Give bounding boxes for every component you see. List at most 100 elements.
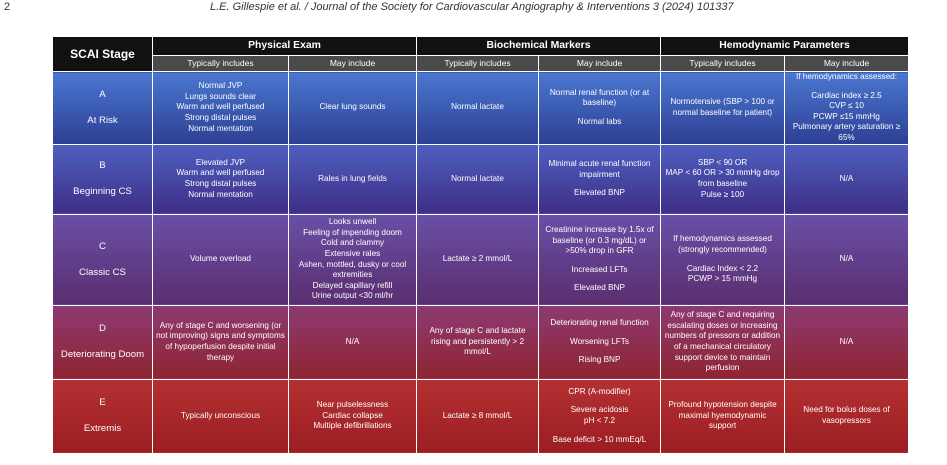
cell-line: Deteriorating renal function <box>550 318 649 328</box>
hemo-may-cell: N/A <box>784 213 909 306</box>
cell-line: Creatinine increase by 1.5x of baseline … <box>545 225 654 256</box>
bio-typical-cell: Any of stage C and lactate rising and pe… <box>416 304 539 380</box>
cell-line: Volume overload <box>190 254 251 264</box>
running-head: 2 L.E. Gillespie et al. / Journal of the… <box>0 0 947 16</box>
cell-line: Cardiac Index < 2.2 <box>686 263 759 273</box>
line-gap <box>542 275 657 283</box>
cell-line: Normal labs <box>577 117 622 127</box>
bio-may-cell: Creatinine increase by 1.5x of baseline … <box>538 213 661 306</box>
pe-typical-cell: Any of stage C and worsening (or not imp… <box>152 304 289 380</box>
journal-citation: L.E. Gillespie et al. / Journal of the S… <box>210 1 734 13</box>
cell-line: Normal renal function (or at baseline) <box>549 87 650 108</box>
cell-line: Lactate ≥ 2 mmol/L <box>442 254 513 264</box>
cell-line: Ashen, mottled, dusky or cool extremitie… <box>298 259 407 280</box>
line-gap <box>542 347 657 355</box>
cell-line: Delayed capillary refill <box>312 280 393 290</box>
subheader: Typically includes <box>152 55 289 72</box>
cell-line: Warm and well perfused <box>176 168 265 178</box>
cell-line: Near pulselessness <box>316 400 389 410</box>
cell-line: Strong distal pulses <box>184 179 257 189</box>
scai-stage-table: SCAI Stage Physical Exam Biochemical Mar… <box>52 36 909 454</box>
cell-line: Normal mentation <box>188 123 253 133</box>
cell-line: Minimal acute renal function impairment <box>548 159 651 179</box>
cell-line: Need for bolus doses of vasopressors <box>803 405 890 426</box>
line-gap <box>664 256 781 264</box>
group-header-biochemical-markers: Biochemical Markers <box>416 36 661 56</box>
hemo-may-cell: N/A <box>784 143 909 215</box>
cell-line: N/A <box>839 173 854 183</box>
hemo-typical-cell: If hemodynamics assessed (strongly recom… <box>660 213 785 306</box>
pe-typical-cell: Volume overload <box>152 213 289 306</box>
cell-line: Any of stage C and worsening (or not imp… <box>156 320 285 362</box>
stage-letter: D <box>99 323 106 335</box>
stage-name: At Risk <box>87 114 118 126</box>
cell-line: Cold and clammy <box>320 238 385 248</box>
cell-line: pH < 7.2 <box>583 416 616 426</box>
cell-line: Normal mentation <box>188 189 253 199</box>
cell-line: Base deficit > 10 mmEq/L <box>552 434 647 444</box>
cell-line: Cardiac collapse <box>322 410 383 420</box>
line-gap <box>788 83 905 91</box>
pe-may-cell: Clear lung sounds <box>288 71 417 145</box>
line-gap <box>542 427 657 435</box>
cell-line: Elevated BNP <box>574 283 625 293</box>
cell-line: CPR (A-modifier) <box>568 386 631 396</box>
pe-typical-cell: Typically unconscious <box>152 378 289 454</box>
cell-line: Cardiac index ≥ 2.5 <box>811 90 882 100</box>
cell-line: Severe acidosis <box>570 405 629 415</box>
cell-line: Pulmonary artery saturation ≥ 65% <box>792 122 901 142</box>
bio-typical-cell: Normal lactate <box>416 143 539 215</box>
cell-line: Urine output <30 ml/hr <box>311 291 394 301</box>
stage-letter: B <box>99 160 106 172</box>
cell-line: PCWP ≤15 mmHg <box>813 111 880 121</box>
bio-may-cell: Normal renal function (or at baseline) No… <box>538 71 661 145</box>
hemo-typical-cell: Profound hypotension despite maximal hye… <box>660 378 785 454</box>
cell-line: Any of stage C and lactate rising and pe… <box>429 326 526 357</box>
stage-letter: C <box>99 240 106 252</box>
cell-line: Lactate ≥ 8 mmol/L <box>442 410 513 420</box>
cell-line: Pulse ≥ 100 <box>700 189 745 199</box>
pe-may-cell: Rales in lung fields <box>288 143 417 215</box>
stage-letter: A <box>99 88 106 100</box>
line-gap <box>542 257 657 265</box>
cell-line: Rales in lung fields <box>318 173 387 183</box>
cell-line: Strong distal pulses <box>184 113 257 123</box>
group-header-hemodynamic-parameters: Hemodynamic Parameters <box>660 36 909 56</box>
cell-line: Elevated BNP <box>574 188 625 198</box>
cell-line: Clear lung sounds <box>319 102 386 112</box>
line-gap <box>542 109 657 117</box>
cell-line: Rising BNP <box>578 355 621 365</box>
cell-line: Warm and well perfused <box>176 102 265 112</box>
cell-line: Looks unwell <box>328 217 377 227</box>
line-gap <box>542 180 657 188</box>
cell-line: MAP < 60 OR > 30 mmHg drop from baseline <box>665 168 780 189</box>
stage-column-header: SCAI Stage <box>52 36 153 72</box>
cell-line: CVP ≤ 10 <box>829 101 864 111</box>
cell-line: PCWP > 15 mmHg <box>687 274 758 284</box>
stage-name: Beginning CS <box>73 186 132 198</box>
stage-cell: B Beginning CS <box>52 143 153 215</box>
hemo-may-cell: Need for bolus doses of vasopressors <box>784 378 909 454</box>
bio-typical-cell: Lactate ≥ 2 mmol/L <box>416 213 539 306</box>
cell-line: Lungs sounds clear <box>184 91 256 101</box>
subheader: May include <box>784 55 909 72</box>
subheader: May include <box>288 55 417 72</box>
cell-line: Elevated JVP <box>195 157 246 167</box>
subheader: Typically includes <box>416 55 539 72</box>
group-header-physical-exam: Physical Exam <box>152 36 417 56</box>
cell-line: Multiple defibrillations <box>313 421 392 431</box>
cell-line: Extensive rales <box>324 248 381 258</box>
cell-line: Normal lactate <box>451 102 504 112</box>
